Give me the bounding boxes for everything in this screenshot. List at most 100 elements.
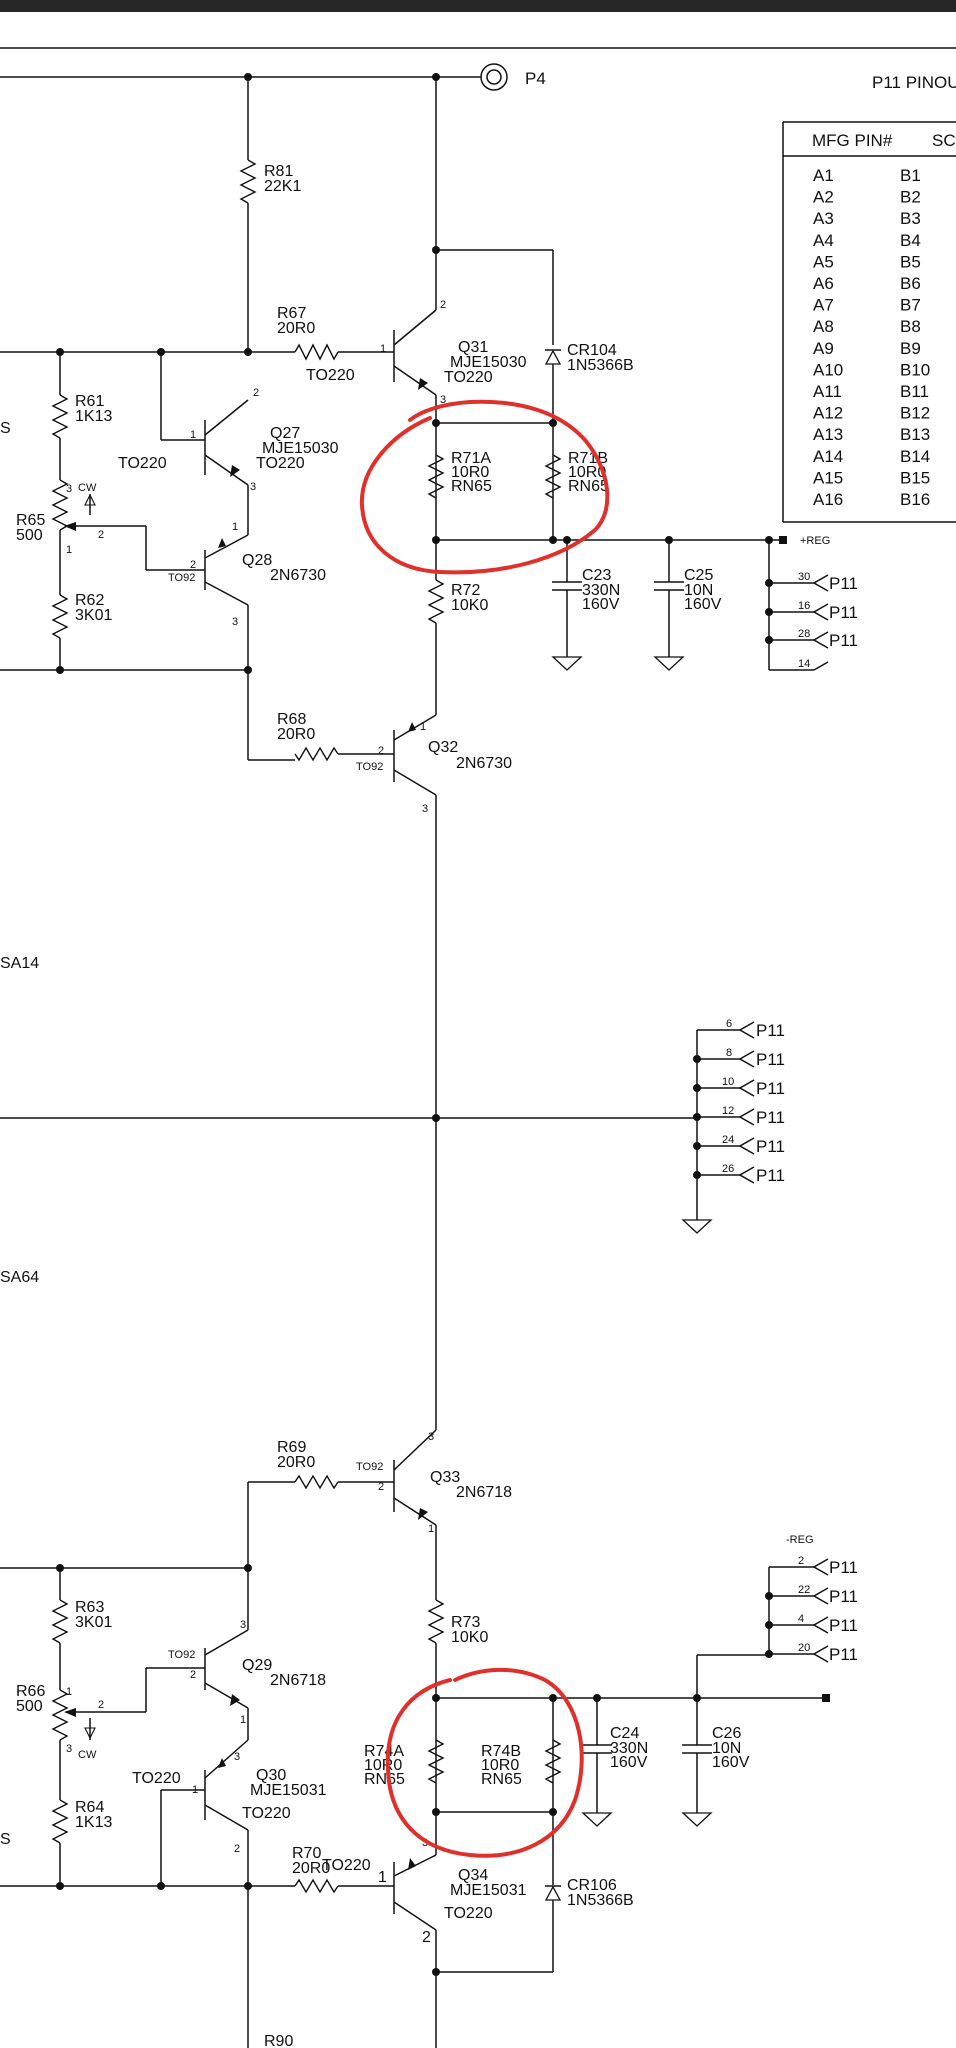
- reg-pos-label: +REG: [800, 535, 830, 547]
- svg-text:RN65: RN65: [451, 478, 492, 495]
- pinout-mfg-pin: A4: [813, 231, 834, 250]
- svg-text:10R0: 10R0: [364, 1757, 402, 1774]
- svg-text:P11: P11: [756, 1021, 785, 1040]
- svg-text:2: 2: [378, 745, 384, 757]
- svg-text:10: 10: [722, 1076, 734, 1088]
- svg-text:3: 3: [232, 616, 238, 628]
- svg-text:R71A: R71A: [451, 450, 491, 467]
- svg-text:P11: P11: [756, 1137, 785, 1156]
- svg-text:TO92: TO92: [168, 572, 195, 584]
- pinout-sc-pin: B16: [900, 490, 930, 509]
- svg-text:MJE15031: MJE15031: [450, 1882, 527, 1899]
- svg-text:2: 2: [253, 387, 259, 399]
- p11-lower-pins: -REG 2 22 4 20 P11 P11 P11 P11: [697, 1534, 858, 1664]
- svg-text:160V: 160V: [582, 596, 620, 613]
- svg-text:TO220: TO220: [242, 1805, 291, 1822]
- svg-text:20R0: 20R0: [277, 320, 315, 337]
- svg-text:6: 6: [726, 1018, 732, 1030]
- svg-text:P11: P11: [756, 1108, 785, 1127]
- svg-text:1: 1: [190, 429, 196, 441]
- q31-transistor: 2 1 3 Q31 MJE15030 TO220: [380, 299, 527, 406]
- svg-text:P11: P11: [829, 1645, 858, 1664]
- svg-text:P11: P11: [829, 1558, 858, 1577]
- svg-text:MJE15030: MJE15030: [262, 440, 339, 457]
- svg-text:10N: 10N: [684, 582, 713, 599]
- svg-text:P11: P11: [756, 1166, 785, 1185]
- svg-text:2: 2: [798, 1555, 804, 1567]
- svg-text:160V: 160V: [684, 596, 722, 613]
- sa64-label: SA64: [0, 1269, 39, 1286]
- svg-text:CR106: CR106: [567, 1877, 617, 1894]
- sa14-label: SA14: [0, 955, 39, 972]
- pinout-sc-pin: B11: [900, 382, 929, 401]
- svg-text:P11: P11: [829, 1616, 858, 1635]
- q32-transistor: 1 2 3 Q32 2N6730 TO92: [356, 714, 512, 1430]
- pinout-mfg-pin: A12: [813, 404, 843, 423]
- pinout-sc-pin: B13: [900, 425, 930, 444]
- svg-text:P11: P11: [829, 603, 858, 622]
- p4-label: P4: [525, 69, 546, 88]
- svg-text:1: 1: [378, 1869, 387, 1886]
- svg-text:SC: SC: [932, 131, 956, 150]
- svg-text:P11 PINOU: P11 PINOU: [872, 73, 956, 92]
- r63-resistor: R63 3K01: [51, 1568, 112, 1690]
- svg-text:2N6718: 2N6718: [270, 1672, 326, 1689]
- pinout-mfg-pin: A7: [813, 296, 834, 315]
- svg-text:CW: CW: [78, 1749, 97, 1761]
- pinout-sc-pin: B6: [900, 274, 921, 293]
- svg-text:R74B: R74B: [481, 1743, 521, 1760]
- svg-text:10K0: 10K0: [451, 597, 488, 614]
- svg-text:2N6730: 2N6730: [270, 567, 326, 584]
- svg-text:2: 2: [440, 299, 446, 311]
- svg-text:20R0: 20R0: [277, 726, 315, 743]
- svg-text:TO220: TO220: [444, 1905, 493, 1922]
- svg-text:24: 24: [722, 1134, 734, 1146]
- svg-text:C24: C24: [610, 1725, 639, 1742]
- svg-text:3: 3: [234, 1751, 240, 1763]
- svg-text:C26: C26: [712, 1725, 741, 1742]
- svg-text:TO220: TO220: [444, 369, 493, 386]
- pinout-mfg-pin: A10: [813, 360, 843, 379]
- svg-text:2: 2: [190, 559, 196, 571]
- pinout-sc-pin: B10: [900, 360, 930, 379]
- pinout-mfg-pin: A14: [813, 447, 843, 466]
- pinout-sc-pin: B8: [900, 317, 921, 336]
- ground-net: 6 8 10 12 24 26 P11 P11 P11 P11 P11 P11: [0, 1018, 785, 1234]
- svg-text:28: 28: [798, 628, 810, 640]
- svg-text:TO220: TO220: [322, 1857, 371, 1874]
- svg-text:Q30: Q30: [256, 1767, 286, 1784]
- q33-transistor: 3 2 1 Q33 2N6718 TO92: [356, 1429, 512, 1600]
- svg-text:MJE15030: MJE15030: [450, 354, 527, 371]
- svg-text:20R0: 20R0: [292, 1860, 330, 1877]
- svg-text:22K1: 22K1: [264, 178, 301, 195]
- svg-text:R66: R66: [16, 1683, 45, 1700]
- svg-text:1: 1: [428, 1523, 434, 1535]
- svg-text:3: 3: [250, 481, 256, 493]
- p4-connector: P4: [480, 63, 546, 91]
- svg-text:3: 3: [66, 1743, 72, 1755]
- svg-text:R70: R70: [292, 1845, 321, 1862]
- svg-text:R68: R68: [277, 711, 306, 728]
- svg-text:C25: C25: [684, 567, 713, 584]
- svg-text:P11: P11: [829, 1587, 858, 1606]
- c25-capacitor: C25 10N 160V: [653, 540, 722, 671]
- pinout-sc-pin: B14: [900, 447, 930, 466]
- svg-text:1: 1: [380, 343, 386, 355]
- top-status-bar: [0, 0, 956, 12]
- pinout-mfg-pin: A3: [813, 209, 834, 228]
- svg-text:1: 1: [420, 721, 426, 733]
- svg-text:500: 500: [16, 1698, 43, 1715]
- pinout-mfg-pin: A11: [813, 382, 842, 401]
- pinout-mfg-pin: A9: [813, 339, 834, 358]
- svg-text:8: 8: [726, 1047, 732, 1059]
- pinout-mfg-pin: A2: [813, 188, 834, 207]
- r72-resistor: R72 10K0: [427, 540, 488, 715]
- r68-resistor: R68 20R0: [248, 711, 394, 762]
- pinout-mfg-pin: A8: [813, 317, 834, 336]
- svg-text:1: 1: [66, 1686, 72, 1698]
- pinout-sc-pin: B7: [900, 296, 921, 315]
- r71-block: R71A 10R0 RN65 R71B 10R0 RN65 +REG: [427, 395, 830, 547]
- svg-text:CR104: CR104: [567, 342, 617, 359]
